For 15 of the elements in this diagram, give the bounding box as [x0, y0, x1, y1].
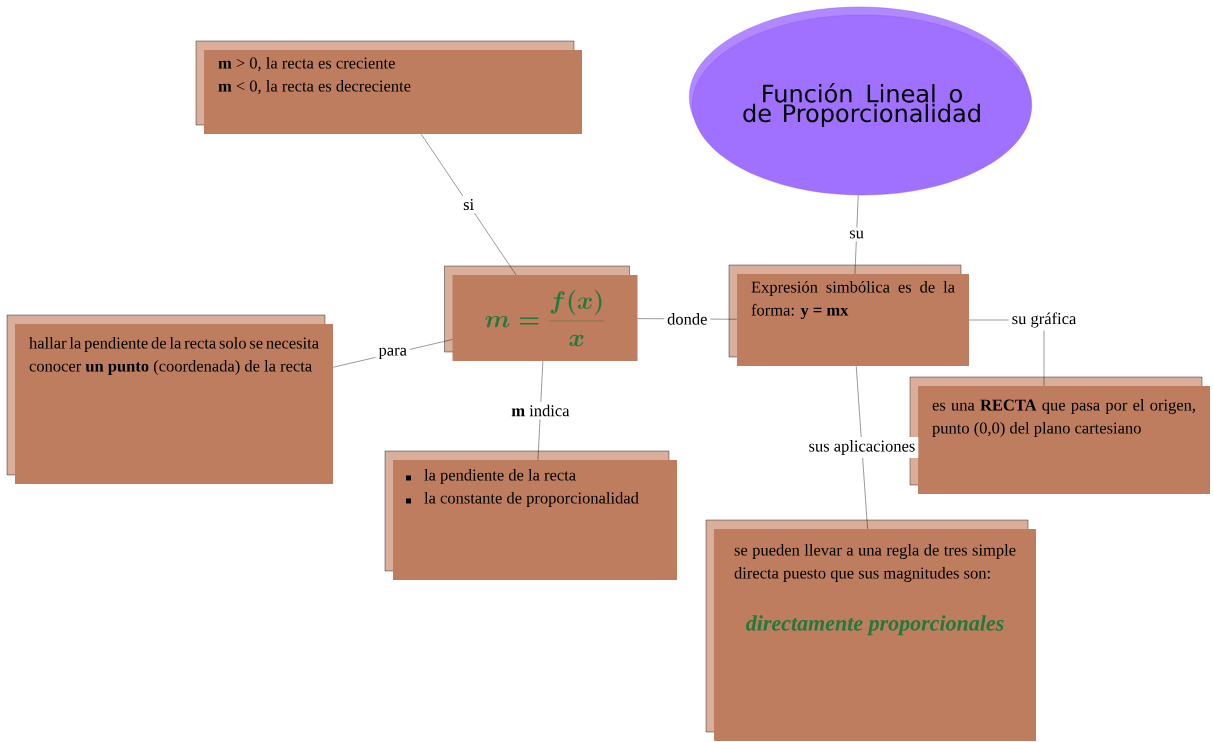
- concept-box: $m = \frac{f(x)}{x}$: [444, 265, 638, 361]
- edge-label: su gráfica: [1008, 309, 1080, 331]
- edge-label: m indica: [508, 401, 573, 420]
- edge-label: donde: [664, 310, 711, 328]
- edge-label: su: [846, 227, 867, 242]
- concept-box: m > 0, la recta es creciente m < 0, la recta es decreciente: [195, 40, 582, 134]
- edge-label: sus aplicaciones: [805, 437, 919, 458]
- connector-line: [421, 134, 517, 275]
- edge-label: para: [375, 344, 410, 362]
- concept-box: se pueden llevar a una regla de tres simple directa puesto que sus magnitudes son: directamente proporcionales: [705, 519, 1036, 741]
- concept-box: la pendiente de la recta la constante de proporcionalidad: [384, 450, 677, 580]
- concept-box: Expresión simbólica es de la forma: y = mx: [728, 264, 969, 366]
- connector-line: [854, 195, 859, 274]
- concept-box: hallar la pendiente de la recta solo se necesita conocer un punto (coordenada) de la recta: [6, 314, 333, 484]
- edge-label: si: [460, 195, 478, 214]
